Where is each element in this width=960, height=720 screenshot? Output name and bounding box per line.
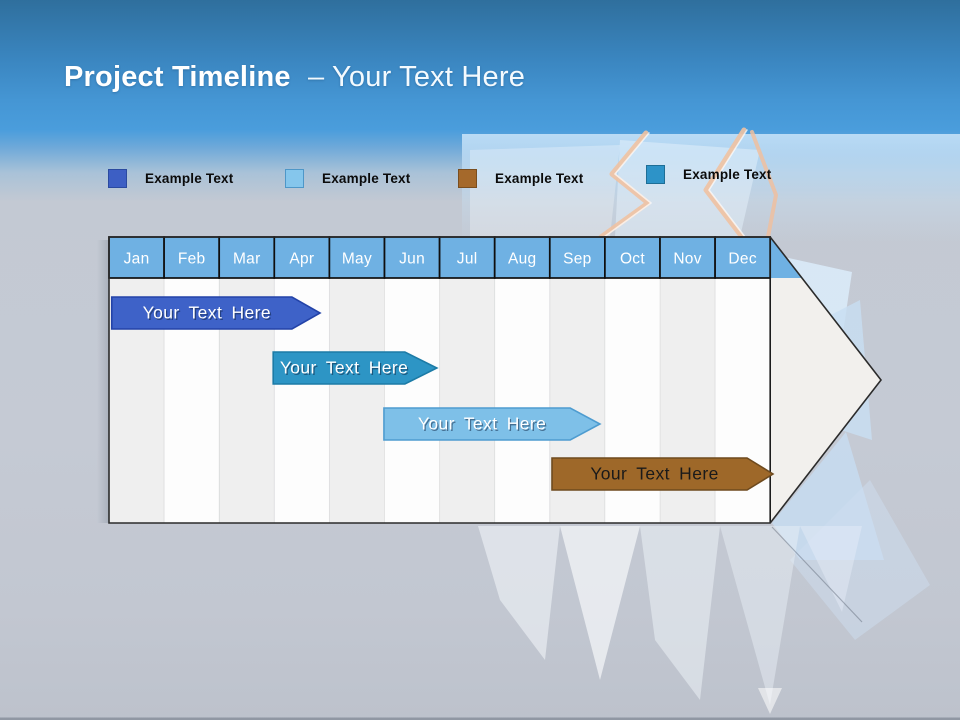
- month-label: Jul: [457, 251, 478, 268]
- month-label: Sep: [563, 251, 591, 268]
- table-reflection: [478, 526, 863, 714]
- legend-swatch: [458, 169, 477, 188]
- month-header-cell: [493, 236, 551, 279]
- timeline-chart: Jan Feb Mar Apr May Jun Jul Aug Sep Oct Nov DecYour…: [108, 236, 883, 524]
- legend-item-label: Example Text: [495, 171, 584, 186]
- bottom-edge: [0, 717, 960, 720]
- month-label: Feb: [178, 251, 206, 268]
- month-column: [439, 278, 495, 523]
- bar-label-shadow: Your Text Here: [419, 415, 547, 435]
- arrowhead: [770, 238, 881, 522]
- legend-item-label: Example Text: [145, 171, 234, 186]
- zigzag-lines: [598, 127, 778, 240]
- legend-item-label: Example Text: [683, 167, 772, 182]
- timeline-bar[interactable]: [272, 351, 439, 385]
- slide-title-bold: Project Timeline: [64, 61, 291, 93]
- slide-title-regular: – Your Text Here: [307, 61, 526, 93]
- month-label: Nov: [673, 251, 701, 268]
- month-label: Apr: [289, 251, 314, 268]
- timeline-bar[interactable]: [551, 457, 775, 491]
- legend-swatch: [108, 169, 127, 188]
- timeline-bar[interactable]: [110, 296, 322, 330]
- month-column: [329, 278, 385, 523]
- month-column: [384, 278, 440, 523]
- legend-item-label: Example Text: [322, 171, 411, 186]
- legend-item[interactable]: Example Text: [285, 169, 410, 188]
- month-label: May: [342, 251, 372, 268]
- bar-label-shadow: Your Text Here: [144, 304, 272, 324]
- legend-item[interactable]: Example Text: [458, 169, 583, 188]
- legend-item[interactable]: Example Text: [646, 165, 771, 184]
- legend-item[interactable]: Example Text: [108, 169, 233, 188]
- legend-swatch: [646, 165, 665, 184]
- timeline-bar-label[interactable]: Your Text Here: [590, 464, 718, 484]
- month-label: Jan: [124, 251, 150, 268]
- month-label: Mar: [233, 251, 261, 268]
- slide-title[interactable]: Project Timeline – Your Text Here: [64, 61, 525, 94]
- bar-label-shadow: Your Text Here: [281, 359, 409, 379]
- timeline-bar-label[interactable]: Your Text Here: [418, 414, 546, 434]
- month-header-cell: [659, 236, 716, 279]
- timeline-bar-label[interactable]: Your Text Here: [143, 303, 271, 323]
- month-label: Aug: [508, 251, 536, 268]
- timeline-bar-label[interactable]: Your Text Here: [280, 358, 408, 378]
- month-header-cell: [273, 236, 331, 279]
- month-label: Jun: [399, 251, 425, 268]
- table-outline: [108, 236, 883, 524]
- month-label: Oct: [620, 251, 645, 268]
- photo-fragment: [470, 145, 620, 237]
- legend-swatch: [285, 169, 304, 188]
- photo-fragment: [615, 140, 760, 237]
- month-label: Dec: [728, 251, 756, 268]
- month-column: [494, 278, 550, 523]
- table-left-shadow: [97, 240, 109, 523]
- timeline-bar[interactable]: [383, 407, 602, 441]
